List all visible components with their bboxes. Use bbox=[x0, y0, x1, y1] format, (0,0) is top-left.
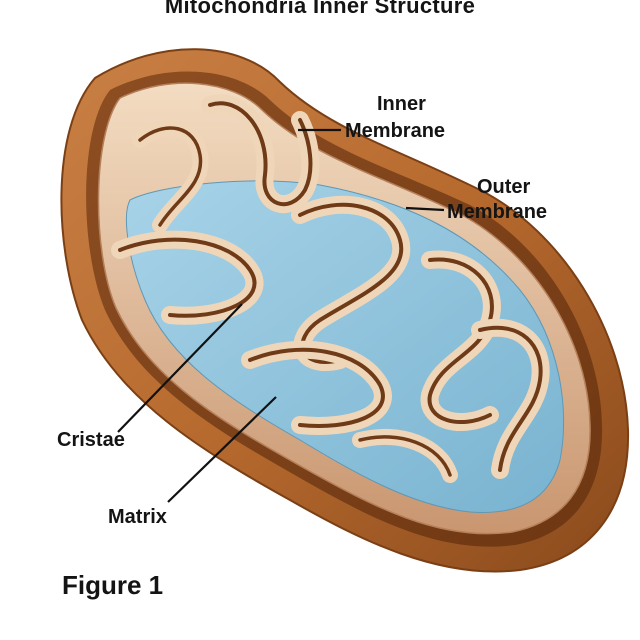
cristae-label: Cristae bbox=[57, 429, 125, 451]
cristae-leader bbox=[117, 303, 243, 433]
inner-membrane-label-line1: Inner bbox=[377, 93, 426, 115]
matrix-leader bbox=[167, 396, 277, 503]
cristae-folds bbox=[111, 94, 550, 483]
diagram-title: Mitochondria Inner Structure bbox=[164, 0, 476, 18]
matrix-label: Matrix bbox=[108, 506, 167, 528]
inner-membrane-label-line2: Membrane bbox=[345, 120, 446, 142]
figure-caption: Figure 1 bbox=[62, 570, 164, 600]
outer-membrane-label-line2: Membrane bbox=[447, 201, 548, 223]
outer-membrane-leader bbox=[405, 206, 445, 212]
leader-lines bbox=[117, 128, 445, 503]
outer-membrane-label-line1: Outer bbox=[477, 176, 531, 198]
